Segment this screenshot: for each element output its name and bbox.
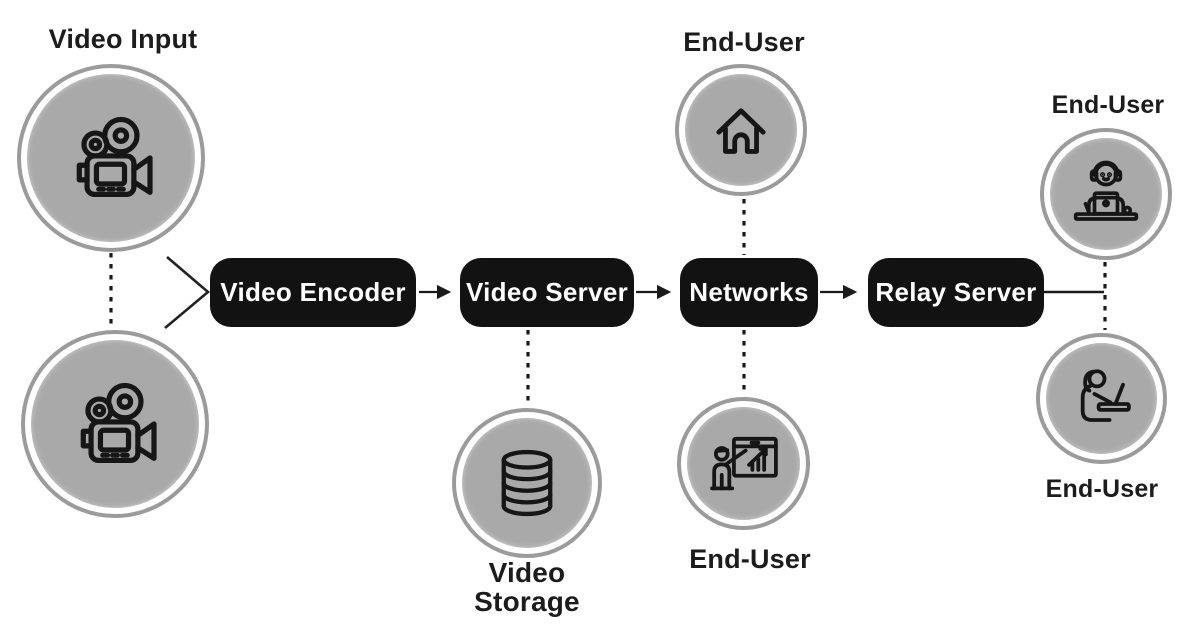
home-icon [716, 108, 766, 154]
end-user-desk-node [1040, 128, 1172, 260]
end-user-label-desk: End-User [1051, 91, 1165, 119]
node-fill [685, 74, 797, 186]
video-storage-node [452, 408, 602, 558]
database-icon [501, 449, 553, 517]
node-fill [462, 418, 592, 548]
networks-box: Networks [680, 258, 818, 327]
end-user-label-presenter: End-User [689, 544, 811, 574]
video-camera-icon [76, 116, 153, 197]
end-user-home-node [675, 64, 807, 196]
end-user-seated-node [1036, 333, 1167, 464]
presentation-chart-icon [709, 436, 778, 490]
video-input-node-2 [21, 330, 209, 518]
video-input-node-1 [17, 64, 205, 252]
end-user-presenter-node [677, 397, 810, 530]
end-user-label-seated: End-User [1045, 475, 1159, 503]
video-storage-label-line2: Storage [474, 586, 580, 617]
video-storage-label-line1: Video [488, 557, 566, 588]
video-storage-label: Video Storage [437, 558, 617, 616]
end-user-label-home: End-User [683, 27, 805, 57]
video-input-label: Video Input [48, 24, 198, 54]
video-server-box: Video Server [460, 258, 634, 327]
node-fill [31, 340, 199, 508]
seated-laptop-user-icon [1080, 368, 1131, 422]
merge-chevron [164, 256, 211, 329]
video-encoder-box: Video Encoder [210, 258, 416, 327]
headset-laptop-user-icon [1073, 160, 1139, 221]
node-fill [687, 407, 800, 520]
node-fill [1050, 138, 1162, 250]
node-fill [1046, 343, 1157, 454]
relay-server-box: Relay Server [868, 258, 1044, 327]
video-camera-icon [80, 382, 157, 463]
node-fill [27, 74, 195, 242]
